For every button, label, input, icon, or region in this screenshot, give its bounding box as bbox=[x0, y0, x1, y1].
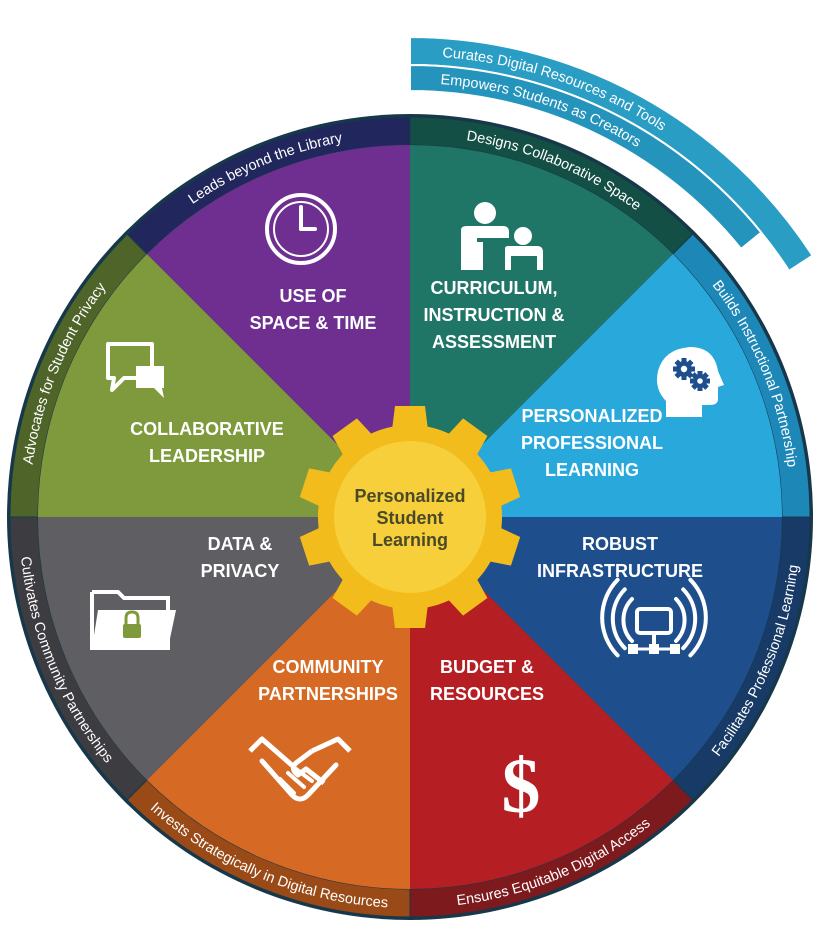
segment-title-curriculum: CURRICULUM,INSTRUCTION &ASSESSMENT bbox=[424, 278, 565, 352]
segment-leadership bbox=[146, 145, 410, 517]
locked-folder-icon bbox=[90, 590, 176, 650]
segment-community bbox=[38, 517, 410, 781]
wireless-network-icon bbox=[600, 577, 708, 658]
teacher-student-icon bbox=[461, 202, 543, 270]
segment-curriculum bbox=[410, 253, 782, 517]
segment-professional bbox=[410, 517, 782, 781]
segment-data bbox=[38, 253, 410, 517]
svg-text:$: $ bbox=[502, 742, 541, 829]
segment-infrastructure bbox=[410, 517, 674, 889]
segment-title-data: DATA &PRIVACY bbox=[201, 534, 280, 581]
ribbon-band-2 bbox=[409, 63, 763, 251]
segment-icons: $ bbox=[90, 193, 724, 829]
chat-bubbles-icon bbox=[106, 342, 164, 398]
gear-disc bbox=[334, 441, 486, 593]
handshake-icon bbox=[248, 736, 352, 802]
head-gears-icon bbox=[657, 347, 724, 417]
segment-wedges bbox=[38, 145, 782, 889]
dollar-icon: $ bbox=[502, 742, 541, 829]
segment-title-budget: BUDGET &RESOURCES bbox=[430, 657, 544, 704]
segment-budget bbox=[146, 517, 410, 889]
clock-icon bbox=[265, 193, 337, 265]
